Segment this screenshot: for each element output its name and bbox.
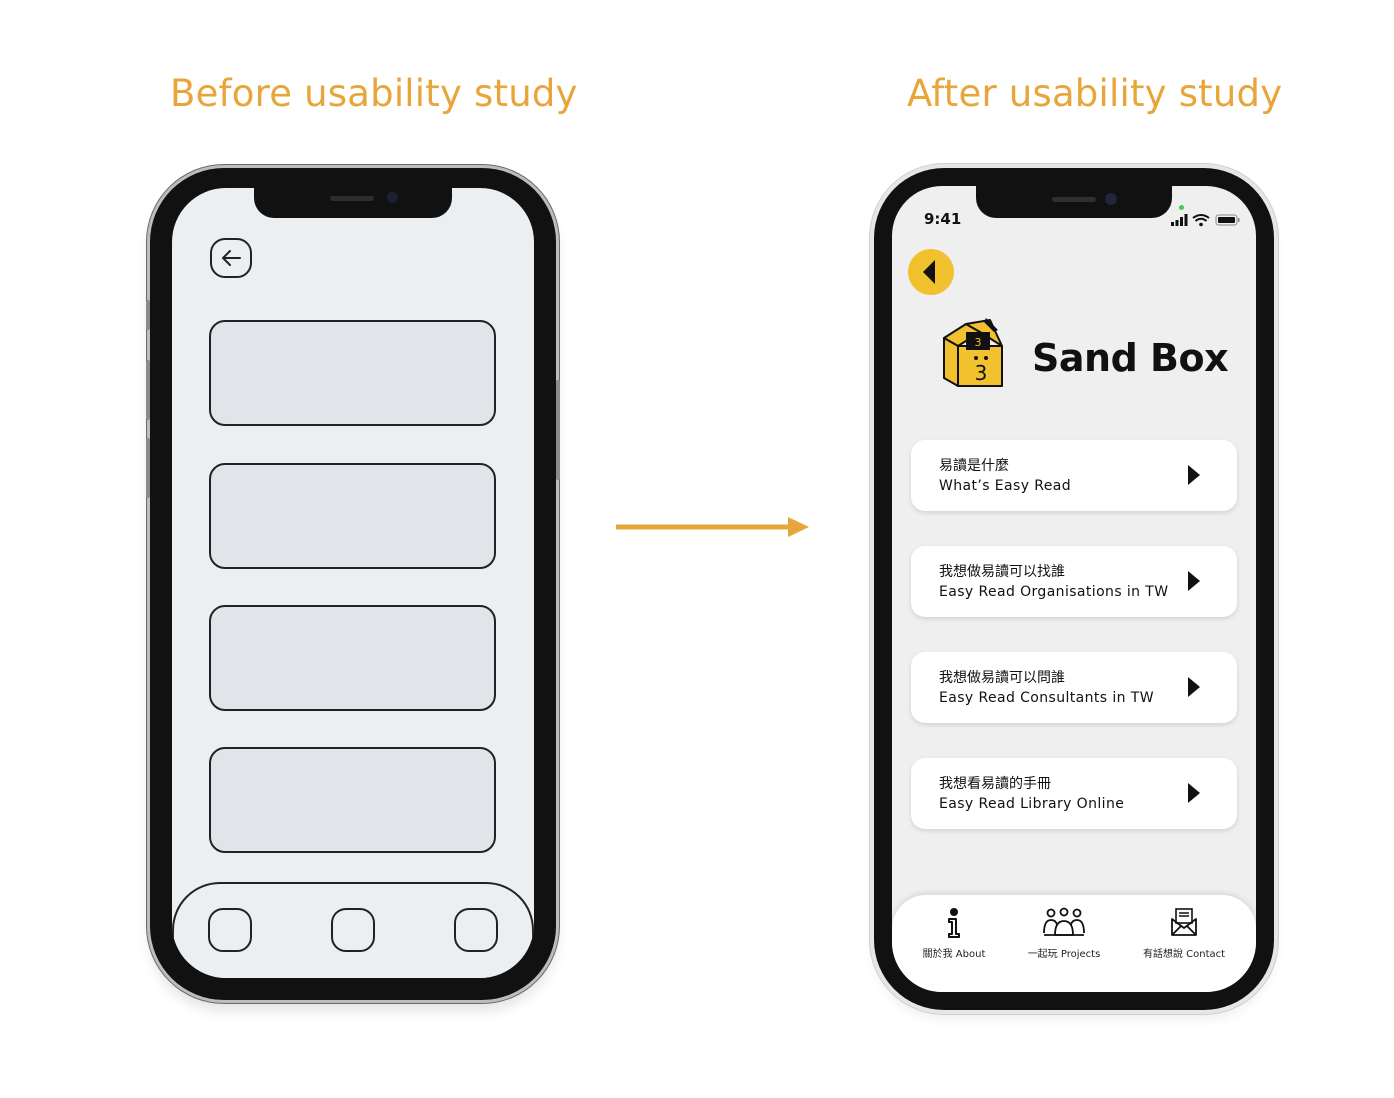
- arrow-left-icon: [222, 250, 241, 266]
- wireframe-card-3[interactable]: [209, 605, 496, 711]
- menu-item-organisations[interactable]: 我想做易讀可以找誰 Easy Read Organisations in TW: [911, 546, 1237, 617]
- logo-digit-small: 3: [975, 336, 982, 349]
- menu-item-library[interactable]: 我想看易讀的手冊 Easy Read Library Online: [911, 758, 1237, 829]
- caret-right-icon: [1188, 465, 1200, 485]
- caret-right-icon: [1188, 783, 1200, 803]
- menu-item-zh-label: 我想做易讀可以問誰: [939, 670, 1065, 686]
- signal-icon: [1171, 214, 1188, 226]
- power-button: [556, 380, 560, 480]
- menu-item-zh-label: 易讀是什麼: [939, 458, 1009, 474]
- notch: [976, 186, 1172, 218]
- back-button[interactable]: [908, 249, 954, 295]
- tab-contact[interactable]: 有話想說 Contact: [1124, 907, 1244, 960]
- speaker: [1052, 197, 1096, 202]
- wireframe-tab-3[interactable]: [454, 908, 498, 952]
- battery-icon: [1215, 214, 1240, 226]
- wireframe-card-4[interactable]: [209, 747, 496, 853]
- menu-item-consultants[interactable]: 我想做易讀可以問誰 Easy Read Consultants in TW: [911, 652, 1237, 723]
- tab-about[interactable]: 關於我 About: [894, 907, 1014, 960]
- speaker: [330, 196, 374, 201]
- status-time: 9:41: [924, 210, 962, 228]
- menu-item-zh-label: 我想看易讀的手冊: [939, 776, 1051, 792]
- group-icon: [1043, 907, 1085, 936]
- menu-item-zh-label: 我想做易讀可以找誰: [939, 564, 1065, 580]
- wireframe-card-1[interactable]: [209, 320, 496, 426]
- wireframe-phone: [146, 168, 560, 1000]
- before-heading: Before usability study: [170, 72, 578, 115]
- envelope-icon: [1171, 908, 1197, 936]
- volume-down-button: [146, 438, 150, 498]
- caret-right-icon: [1188, 677, 1200, 697]
- menu-item-en-label: Easy Read Library Online: [939, 796, 1125, 812]
- tab-about-label: 關於我 About: [922, 949, 986, 960]
- caret-left-icon: [923, 260, 935, 284]
- tab-contact-label: 有話想說 Contact: [1142, 949, 1226, 960]
- wireframe-screen: [172, 188, 534, 978]
- wifi-icon: [1192, 214, 1210, 227]
- transition-arrow-icon: [616, 517, 809, 537]
- menu-item-en-label: Easy Read Consultants in TW: [939, 690, 1154, 706]
- brand-name: Sand Box: [1032, 336, 1229, 380]
- menu-item-en-label: What’s Easy Read: [939, 478, 1072, 494]
- notch: [254, 188, 452, 218]
- menu-item-whats-easy-read[interactable]: 易讀是什麼 What’s Easy Read: [911, 440, 1237, 511]
- camera: [1105, 193, 1117, 205]
- final-screen: 9:41: [892, 186, 1256, 992]
- wireframe-tab-bar: [172, 882, 534, 978]
- wireframe-tab-2[interactable]: [331, 908, 375, 952]
- sandbox-logo: 3 3: [943, 318, 1003, 387]
- volume-up-button: [146, 360, 150, 420]
- after-heading: After usability study: [907, 72, 1283, 115]
- wireframe-tab-1[interactable]: [208, 908, 252, 952]
- status-icons: [1171, 214, 1240, 227]
- menu-item-en-label: Easy Read Organisations in TW: [939, 584, 1169, 600]
- wireframe-back-button[interactable]: [210, 238, 252, 278]
- info-icon: [948, 908, 960, 938]
- tab-projects-label: 一起玩 Projects: [1027, 949, 1101, 960]
- final-phone: 9:41: [874, 168, 1274, 1010]
- wireframe-card-2[interactable]: [209, 463, 496, 569]
- logo-digit: 3: [975, 361, 988, 385]
- silent-switch: [146, 300, 150, 330]
- privacy-indicator-dot: [1179, 205, 1184, 210]
- caret-right-icon: [1188, 571, 1200, 591]
- camera: [387, 192, 398, 203]
- tab-bar: 關於我 About 一起玩 Projects: [892, 895, 1256, 992]
- tab-projects[interactable]: 一起玩 Projects: [1004, 907, 1124, 960]
